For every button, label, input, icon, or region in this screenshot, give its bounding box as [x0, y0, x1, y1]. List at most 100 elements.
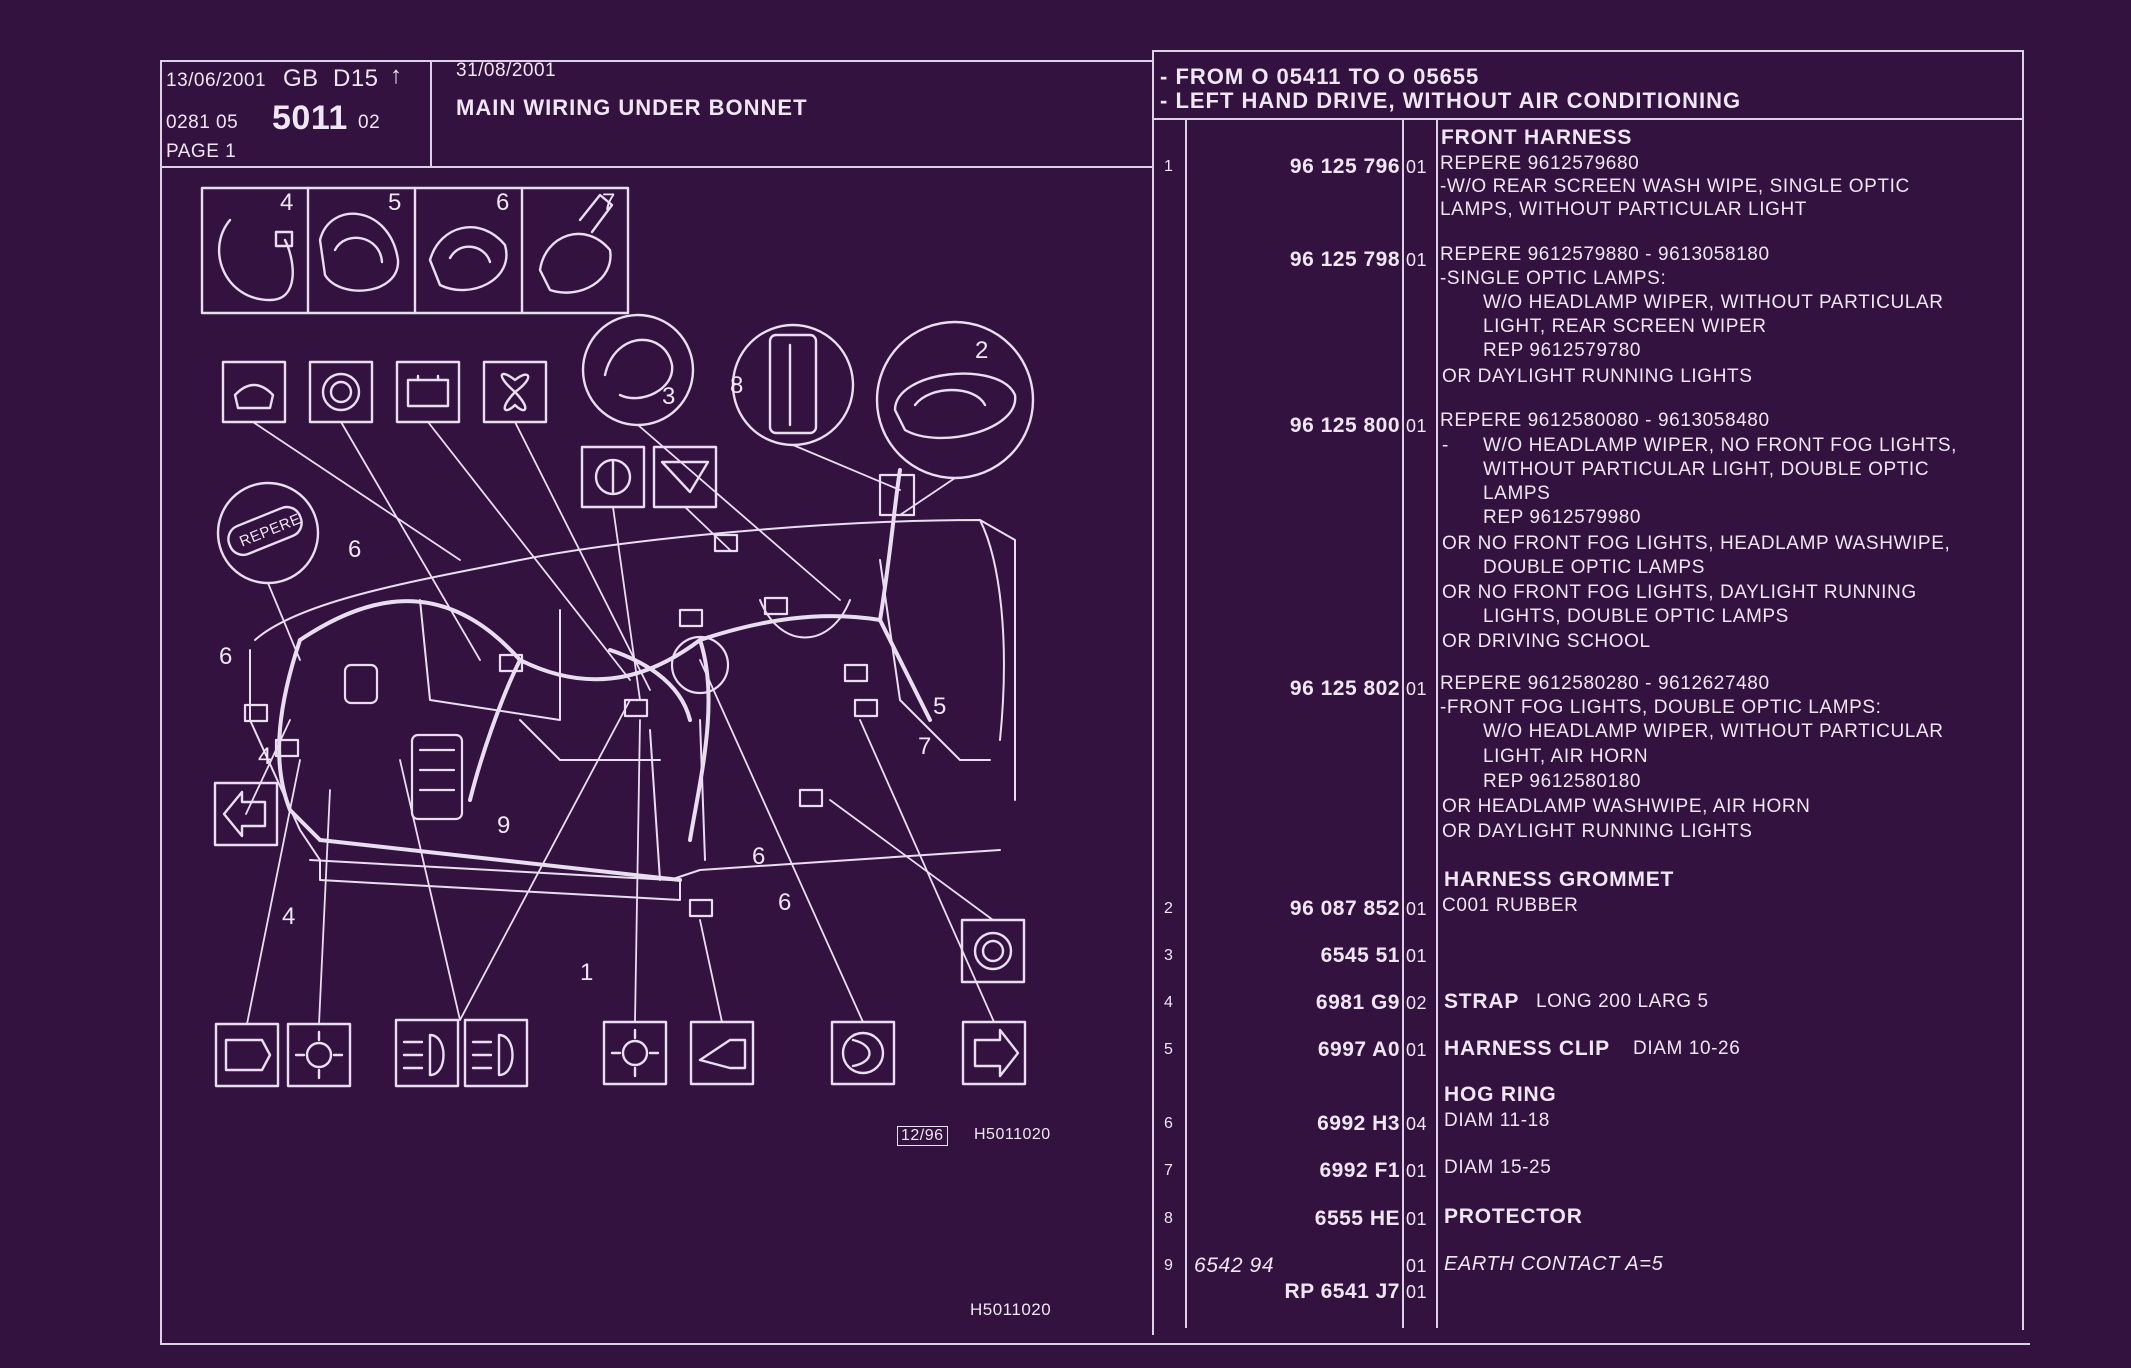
- part-desc-1c-line6: OR NO FRONT FOG LIGHTS, HEADLAMP WASHWIP…: [1442, 533, 1951, 554]
- callout-5: 5: [933, 693, 946, 720]
- part-index-6: 04: [1406, 1114, 1428, 1134]
- header-lang-code: GB: [283, 65, 319, 92]
- part-ref-8: 6555 HE: [1314, 1207, 1400, 1230]
- header-divider-2: [1152, 50, 1154, 1335]
- callout-1: 1: [580, 959, 593, 986]
- item-number-2: 2: [1164, 900, 1174, 917]
- part-ref-6: 6992 H3: [1317, 1112, 1400, 1135]
- part-index-2: 01: [1406, 899, 1428, 919]
- frame-left: [160, 60, 162, 1345]
- part-index-1d: 01: [1406, 679, 1428, 699]
- callout-4-top: 4: [280, 189, 293, 216]
- item-number-7: 7: [1164, 1162, 1174, 1179]
- callout-4-bottom: 4: [282, 903, 295, 930]
- condition-line-1: - FROM O 05411 TO O 05655: [1160, 64, 1480, 89]
- part-desc-2: C001 RUBBER: [1442, 895, 1579, 916]
- part-desc-1a-line1: REPERE 9612579680: [1440, 153, 1640, 174]
- callout-6-c: 6: [752, 843, 765, 870]
- group-harness-grommet: HARNESS GROMMET: [1444, 868, 1675, 891]
- frame-top-right: [1152, 50, 2024, 52]
- part-index-1c: 01: [1406, 416, 1428, 436]
- callout-4-left: 4: [258, 743, 271, 770]
- part-ref-9: 6542 94: [1194, 1254, 1275, 1277]
- detail-boxes: [200, 186, 630, 315]
- part-ref-4: 6981 G9: [1315, 991, 1400, 1014]
- part-index-3: 01: [1406, 946, 1428, 966]
- header-date1: 13/06/2001: [166, 70, 267, 91]
- part-desc-1d-line3: W/O HEADLAMP WIPER, WITHOUT PARTICULAR: [1483, 721, 1944, 742]
- part-name-4: STRAP: [1444, 990, 1520, 1013]
- symbol-boxes-bottom: [213, 781, 1027, 1088]
- header-doc-suffix: 02: [358, 112, 381, 133]
- col-ind-divider-a: [1402, 118, 1404, 1328]
- group-hog-ring: HOG RING: [1444, 1083, 1557, 1106]
- callout-6-b: 6: [219, 643, 232, 670]
- part-desc-5: DIAM 10-26: [1633, 1038, 1741, 1059]
- item-number-5: 5: [1164, 1041, 1174, 1058]
- part-name-5: HARNESS CLIP: [1444, 1037, 1610, 1060]
- part-desc-1d-line4: LIGHT, AIR HORN: [1483, 746, 1649, 767]
- callout-8: 8: [730, 372, 743, 399]
- part-desc-6: DIAM 11-18: [1444, 1110, 1550, 1131]
- part-desc-1c-line7: DOUBLE OPTIC LAMPS: [1483, 557, 1705, 578]
- part-ref-5: 6997 A0: [1317, 1038, 1400, 1061]
- callout-6-d: 6: [778, 889, 791, 916]
- header-code2: D15: [333, 65, 379, 92]
- figure-date-code: 12/96: [897, 1126, 948, 1146]
- part-ref-1a: 96 125 796: [1289, 155, 1400, 178]
- header-date2: 31/08/2001: [456, 60, 557, 81]
- part-ref-1c: 96 125 800: [1289, 414, 1400, 437]
- condition-line-2: - LEFT HAND DRIVE, WITHOUT AIR CONDITION…: [1160, 88, 1742, 113]
- part-desc-1c-line10: OR DRIVING SCHOOL: [1442, 631, 1651, 652]
- part-ref-9b: RP 6541 J7: [1284, 1280, 1400, 1303]
- part-desc-1d-line7: OR DAYLIGHT RUNNING LIGHTS: [1442, 821, 1753, 842]
- callout-6-a: 6: [348, 536, 361, 563]
- part-ref-1b: 96 125 798: [1289, 248, 1400, 271]
- header-page: PAGE 1: [166, 141, 237, 162]
- callout-6-top: 6: [496, 189, 509, 216]
- part-desc-1b-line2: -SINGLE OPTIC LAMPS:: [1440, 268, 1667, 289]
- symbol-boxes-top: [221, 360, 718, 509]
- item-number-8: 8: [1164, 1210, 1174, 1227]
- frame-right: [2022, 50, 2024, 1330]
- callout-labels: 1 2 3 4 4 4 5 5 6 6 6 6 6 7 7 8 9: [219, 189, 988, 986]
- header-doc-prefix: 0281 05: [166, 112, 239, 133]
- part-desc-7: DIAM 15-25: [1444, 1157, 1552, 1178]
- part-desc-1a-line2: -W/O REAR SCREEN WASH WIPE, SINGLE OPTIC: [1440, 176, 1910, 197]
- figure-code: H5011020: [974, 1126, 1051, 1143]
- part-desc-1d-line2: -FRONT FOG LIGHTS, DOUBLE OPTIC LAMPS:: [1440, 697, 1882, 718]
- part-desc-1d-line1: REPERE 9612580280 - 9612627480: [1440, 673, 1770, 694]
- part-index-4: 02: [1406, 993, 1428, 1013]
- part-desc-1d-line6: OR HEADLAMP WASHWIPE, AIR HORN: [1442, 796, 1811, 817]
- part-index-7: 01: [1406, 1161, 1428, 1181]
- page-title: MAIN WIRING UNDER BONNET: [456, 95, 808, 120]
- leader-lines: [245, 421, 995, 1025]
- col-num-divider: [1185, 118, 1187, 1328]
- part-desc-1b-line1: REPERE 9612579880 - 9613058180: [1440, 244, 1770, 265]
- header-divider-1: [430, 60, 432, 168]
- header-bottom-left: [160, 166, 1152, 168]
- part-index-8: 01: [1406, 1209, 1428, 1229]
- part-desc-1c-line1: REPERE 9612580080 - 9613058480: [1440, 410, 1770, 431]
- part-desc-1a-line3: LAMPS, WITHOUT PARTICULAR LIGHT: [1440, 199, 1807, 220]
- header-doc-number: 5011: [272, 99, 348, 137]
- part-ref-7: 6992 F1: [1319, 1159, 1400, 1182]
- figure-bottom-code: H5011020: [970, 1300, 1052, 1319]
- part-desc-1c-dash: -: [1442, 435, 1449, 456]
- part-desc-1c-line2: W/O HEADLAMP WIPER, NO FRONT FOG LIGHTS,: [1483, 435, 1958, 456]
- part-desc-1c-line4: LAMPS: [1483, 483, 1551, 504]
- callout-3: 3: [662, 383, 675, 410]
- part-desc-1c-line9: LIGHTS, DOUBLE OPTIC LAMPS: [1483, 606, 1789, 627]
- callout-5-top: 5: [388, 189, 401, 216]
- part-ref-2: 96 087 852: [1289, 897, 1400, 920]
- part-desc-1d-line5: REP 9612580180: [1483, 771, 1642, 792]
- part-name-8: PROTECTOR: [1444, 1205, 1583, 1228]
- part-desc-9: EARTH CONTACT A=5: [1444, 1253, 1664, 1275]
- part-desc-1b-line5: REP 9612579780: [1483, 340, 1642, 361]
- frame-top-left: [160, 60, 1152, 62]
- car-body-outline: [249, 519, 1016, 901]
- callout-7-top: 7: [602, 189, 615, 216]
- header-bottom-right: [1152, 118, 2024, 120]
- item-number-4: 4: [1164, 994, 1174, 1011]
